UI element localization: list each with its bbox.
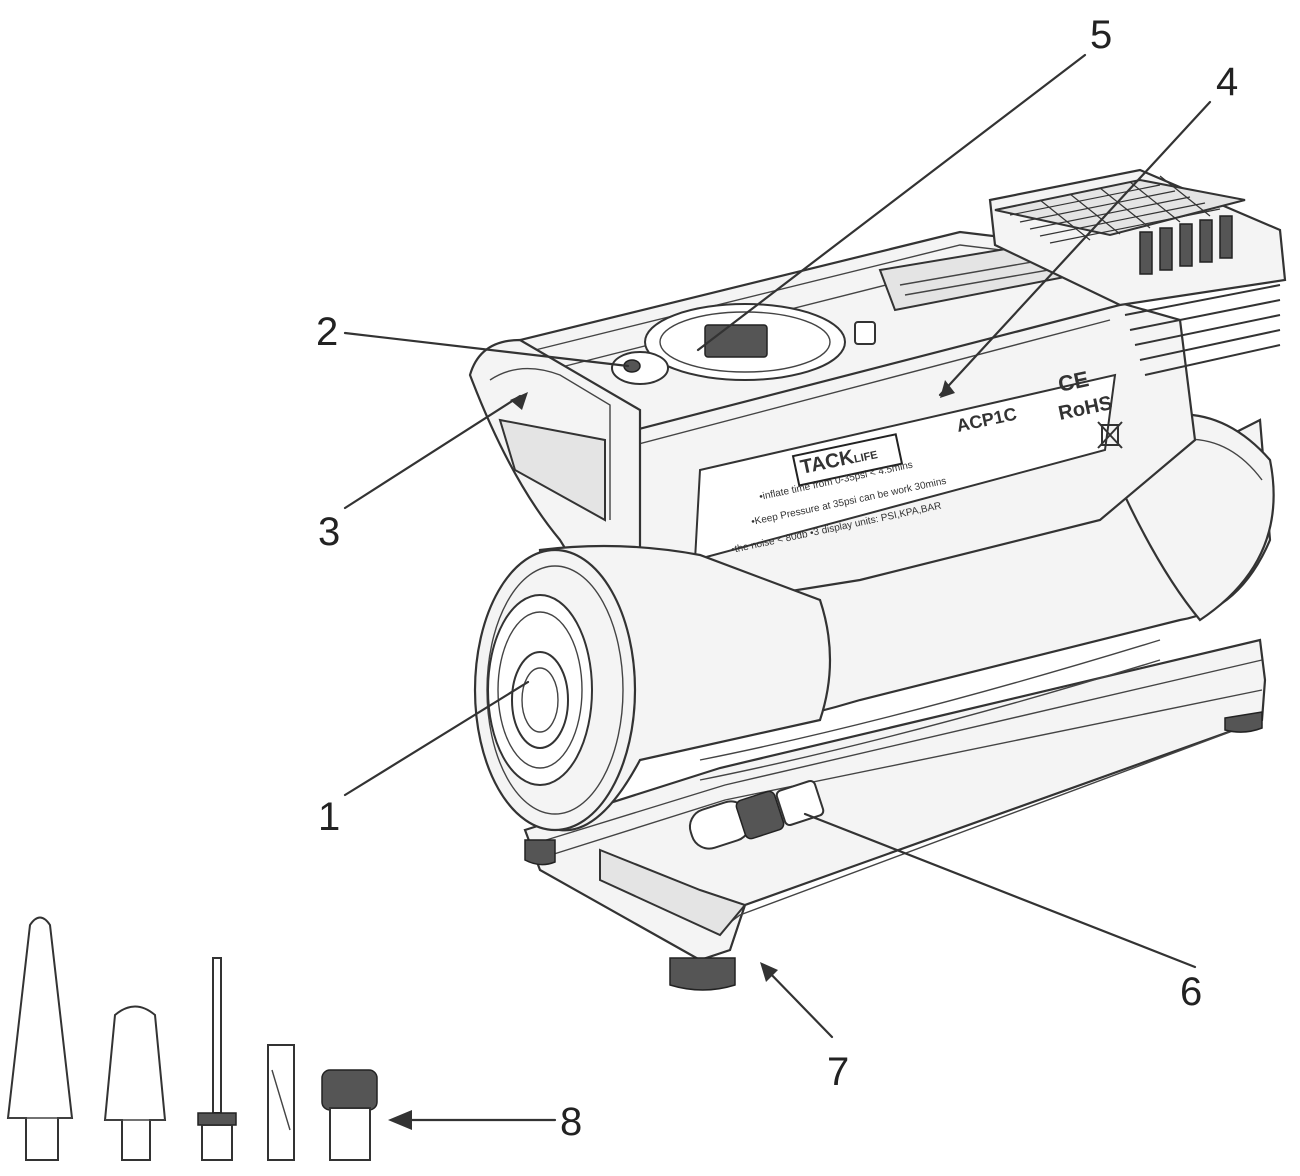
leader-2	[343, 331, 630, 368]
brand-logo	[791, 433, 904, 487]
callout-3: 3	[318, 510, 340, 554]
callout-leaders	[343, 53, 1212, 1130]
vent-grid-icon	[1009, 175, 1221, 244]
callout-4: 4	[1216, 60, 1238, 104]
callout-6: 6	[1180, 970, 1202, 1014]
accessories	[6, 916, 378, 1161]
ce-mark: CE	[1056, 366, 1091, 397]
foot-right	[1224, 711, 1263, 733]
base-plate	[523, 638, 1267, 991]
leader-1	[343, 680, 530, 797]
callout-8: 8	[560, 1100, 582, 1144]
leader-4	[938, 100, 1212, 397]
side-vents	[1124, 284, 1281, 376]
air-outlet-nozzle-icon	[511, 651, 569, 749]
air-hose	[688, 639, 1161, 850]
arrowhead-8	[388, 1110, 412, 1130]
conical-nozzle-short-icon	[103, 1005, 167, 1161]
hose-connector-icon	[735, 790, 785, 840]
air-outlet-cylinder	[473, 544, 832, 832]
cooling-fan-block	[988, 168, 1287, 376]
leader-3	[343, 394, 522, 510]
callout-7: 7	[827, 1050, 849, 1094]
set-button-icon	[854, 321, 876, 345]
callout-numbers: 1 2 3 4 5 6 7 8	[316, 13, 1238, 1144]
callout-1: 1	[318, 795, 340, 839]
leader-5	[696, 53, 1087, 352]
weee-bin-icon	[1097, 421, 1123, 449]
foot-left	[524, 839, 556, 866]
callout-2: 2	[316, 310, 338, 354]
leader-6	[803, 812, 1197, 969]
display-screen-icon	[704, 324, 768, 358]
foot-front	[669, 957, 736, 991]
presta-adapter-icon	[321, 1069, 378, 1161]
conical-nozzle-long-icon	[6, 916, 74, 1161]
arrowhead-7	[760, 962, 778, 982]
valve-adapter-icon	[267, 1044, 295, 1161]
arrowhead-3	[510, 392, 528, 410]
leader-7	[763, 966, 834, 1039]
callout-5: 5	[1090, 13, 1112, 57]
arrowhead-4	[940, 380, 955, 398]
ball-needle-icon	[197, 957, 237, 1161]
